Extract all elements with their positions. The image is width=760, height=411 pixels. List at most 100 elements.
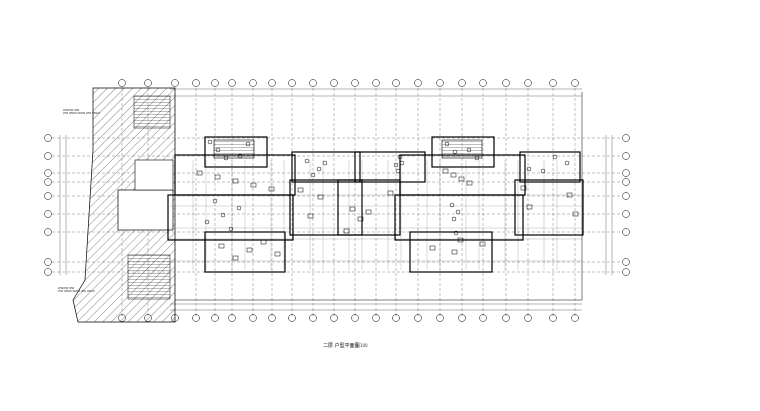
furniture-mark — [479, 241, 486, 247]
stairwell — [213, 139, 255, 159]
stair-block — [134, 159, 174, 191]
axis-bubble-bottom — [330, 314, 338, 322]
fixture-mark — [215, 147, 221, 153]
axis-bubble-right — [622, 228, 630, 236]
axis-bubble-left — [44, 258, 52, 266]
building-outline — [167, 92, 584, 301]
fixture-mark — [393, 162, 399, 168]
fixture-mark — [453, 230, 459, 236]
axis-bubble-top — [502, 79, 510, 87]
furniture-mark — [214, 174, 221, 180]
axis-bubble-left — [44, 192, 52, 200]
furniture-mark — [451, 249, 458, 255]
fixture-mark — [236, 205, 242, 211]
furniture-mark — [232, 255, 239, 261]
fixture-mark — [395, 168, 401, 174]
fixture-mark — [310, 172, 316, 178]
hatched-parking-area — [72, 87, 176, 323]
furniture-mark — [232, 178, 239, 184]
furniture-mark — [458, 176, 465, 182]
axis-bubble-right — [622, 152, 630, 160]
axis-bubble-top — [351, 79, 359, 87]
fixture-mark — [223, 155, 229, 161]
furniture-mark — [307, 213, 314, 219]
axis-bubble-left — [44, 268, 52, 276]
fixture-mark — [228, 226, 234, 232]
axis-bubble-left — [44, 134, 52, 142]
annotation-bottom: WWWW WW WW WWW WWW WW WWW — [58, 287, 95, 293]
fixture-mark — [455, 209, 461, 215]
furniture-mark — [572, 211, 579, 217]
wall-block — [291, 151, 361, 183]
axis-bubble-bottom — [249, 314, 257, 322]
axis-bubble-top — [549, 79, 557, 87]
furniture-mark — [526, 204, 533, 210]
furniture-mark — [429, 245, 436, 251]
furniture-mark — [365, 209, 372, 215]
furniture-mark — [260, 239, 267, 245]
fixture-mark — [322, 160, 328, 166]
axis-bubble-top — [392, 79, 400, 87]
wall-block — [394, 194, 524, 241]
furniture-mark — [566, 192, 573, 198]
furniture-mark — [349, 206, 356, 212]
axis-bubble-bottom — [211, 314, 219, 322]
fixture-mark — [316, 166, 322, 172]
wall-block — [167, 194, 294, 241]
furniture-mark — [218, 243, 225, 249]
axis-bubble-top — [479, 79, 487, 87]
drawing-title: 二层 户型平面图 — [323, 343, 360, 349]
wall-block — [514, 179, 584, 236]
axis-bubble-top — [372, 79, 380, 87]
axis-bubble-bottom — [458, 314, 466, 322]
axis-bubble-top — [436, 79, 444, 87]
wall-block — [354, 151, 426, 183]
furniture-mark — [317, 194, 324, 200]
annotation-top-line-2: WW WWW WWW WW WWW — [63, 112, 100, 115]
axis-bubble-top — [458, 79, 466, 87]
annotation-bottom-line-2: WW WWW WWW WW WWW — [58, 290, 95, 293]
axis-bubble-top — [524, 79, 532, 87]
axis-bubble-bottom — [372, 314, 380, 322]
axis-bubble-right — [622, 210, 630, 218]
stairwell — [441, 139, 483, 159]
axis-bubble-right — [622, 134, 630, 142]
furniture-mark — [466, 180, 473, 186]
fixture-mark — [304, 158, 310, 164]
site-boundary — [175, 92, 583, 301]
axis-bubble-bottom — [351, 314, 359, 322]
axis-bubble-bottom — [436, 314, 444, 322]
wall-block — [337, 179, 401, 236]
furniture-mark — [520, 185, 527, 191]
wall-block — [399, 154, 526, 196]
fixture-mark — [212, 198, 218, 204]
axis-bubble-top — [571, 79, 579, 87]
axis-bubble-top — [249, 79, 257, 87]
axis-bubble-top — [268, 79, 276, 87]
furniture-mark — [457, 237, 464, 243]
furniture-mark — [246, 247, 253, 253]
axis-bubble-top — [144, 79, 152, 87]
fixture-mark — [466, 147, 472, 153]
axis-bubble-bottom — [268, 314, 276, 322]
core-block — [117, 189, 174, 231]
axis-bubble-bottom — [571, 314, 579, 322]
axis-bubble-top — [118, 79, 126, 87]
axis-bubble-top — [192, 79, 200, 87]
axis-bubble-left — [44, 152, 52, 160]
furniture-mark — [274, 251, 281, 257]
axis-bubble-right — [622, 258, 630, 266]
axis-bubble-bottom — [414, 314, 422, 322]
furniture-mark — [343, 228, 350, 234]
fixture-mark — [451, 216, 457, 222]
furniture-mark — [357, 216, 364, 222]
axis-bubble-bottom — [288, 314, 296, 322]
axis-bubble-bottom — [228, 314, 236, 322]
axis-bubble-bottom — [479, 314, 487, 322]
fixture-mark — [540, 168, 546, 174]
fixture-mark — [552, 154, 558, 160]
fixture-mark — [444, 141, 450, 147]
parking-stalls-bottom — [127, 254, 171, 300]
fixture-mark — [474, 155, 480, 161]
axis-bubble-bottom — [502, 314, 510, 322]
